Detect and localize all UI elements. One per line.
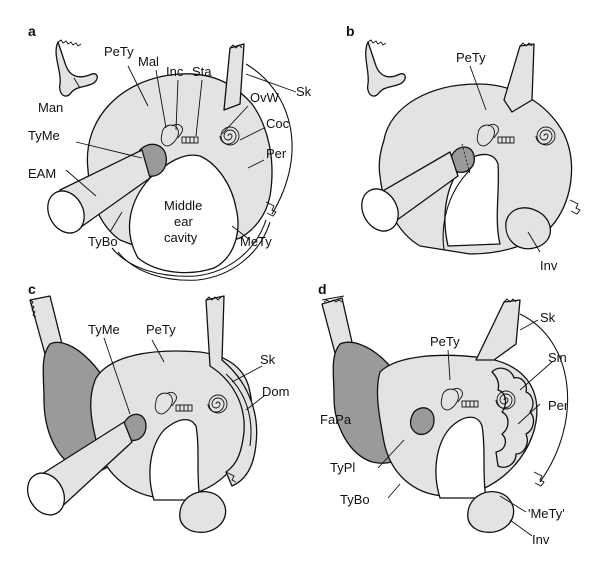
inv-lobe-c [179, 491, 227, 533]
label-tyme-a: TyMe [28, 128, 60, 143]
label-tybo-d: TyBo [340, 492, 370, 507]
label-coc: Coc [266, 116, 290, 131]
label-sk-c: Sk [260, 352, 276, 367]
label-mety: MeTy [240, 234, 272, 249]
cavity-c [149, 419, 201, 501]
label-pety-d: PeTy [430, 334, 460, 349]
label-sk-d: Sk [540, 310, 556, 325]
label-mety-d: 'MeTy' [528, 506, 565, 521]
mandible-shape-b [365, 41, 406, 97]
label-fapa: FaPa [320, 412, 352, 427]
skull-stalk-b [503, 43, 535, 113]
middle-ear-cavity-a [128, 154, 239, 274]
panel-b: b PeTy Inv [346, 23, 581, 273]
label-ear: ear [174, 214, 193, 229]
label-inv-d: Inv [532, 532, 550, 547]
inv-lobe-d [467, 491, 515, 533]
panel-letter-c: c [28, 281, 36, 297]
cavity-b [444, 153, 501, 247]
panel-letter-a: a [28, 23, 36, 39]
label-inc: Inc [166, 64, 184, 79]
panel-a: a [28, 23, 312, 281]
label-per-a: Per [266, 146, 287, 161]
skull-stalk-d [475, 299, 521, 361]
label-typl: TyPl [330, 460, 355, 475]
label-sta: Sta [192, 64, 212, 79]
skull-band-c [205, 295, 258, 487]
label-cavity: cavity [164, 230, 198, 245]
label-middle: Middle [164, 198, 202, 213]
label-inv-b: Inv [540, 258, 558, 273]
label-tyme-c: TyMe [88, 322, 120, 337]
label-pety-b: PeTy [456, 50, 486, 65]
panel-c: c TyMe PeTy Sk Dom [19, 281, 289, 533]
label-sin: Sin [548, 350, 567, 365]
label-eam: EAM [28, 166, 56, 181]
panel-letter-d: d [318, 281, 327, 297]
label-per-d: Per [548, 398, 569, 413]
mandible-shape [55, 41, 98, 97]
panel-d: d Sk PeTy Sin FaPa Per TyPl [318, 281, 569, 547]
label-dom: Dom [262, 384, 289, 399]
cavity-d [435, 416, 487, 499]
label-ovw: OvW [250, 90, 280, 105]
label-mal: Mal [138, 54, 159, 69]
inv-lobe-b [505, 207, 552, 250]
label-man: Man [38, 100, 63, 115]
label-sk-a: Sk [296, 84, 312, 99]
label-pety-c: PeTy [146, 322, 176, 337]
label-pety-a: PeTy [104, 44, 134, 59]
label-tybo-a: TyBo [88, 234, 118, 249]
tympanic-plate-d [409, 407, 435, 436]
panel-letter-b: b [346, 23, 355, 39]
